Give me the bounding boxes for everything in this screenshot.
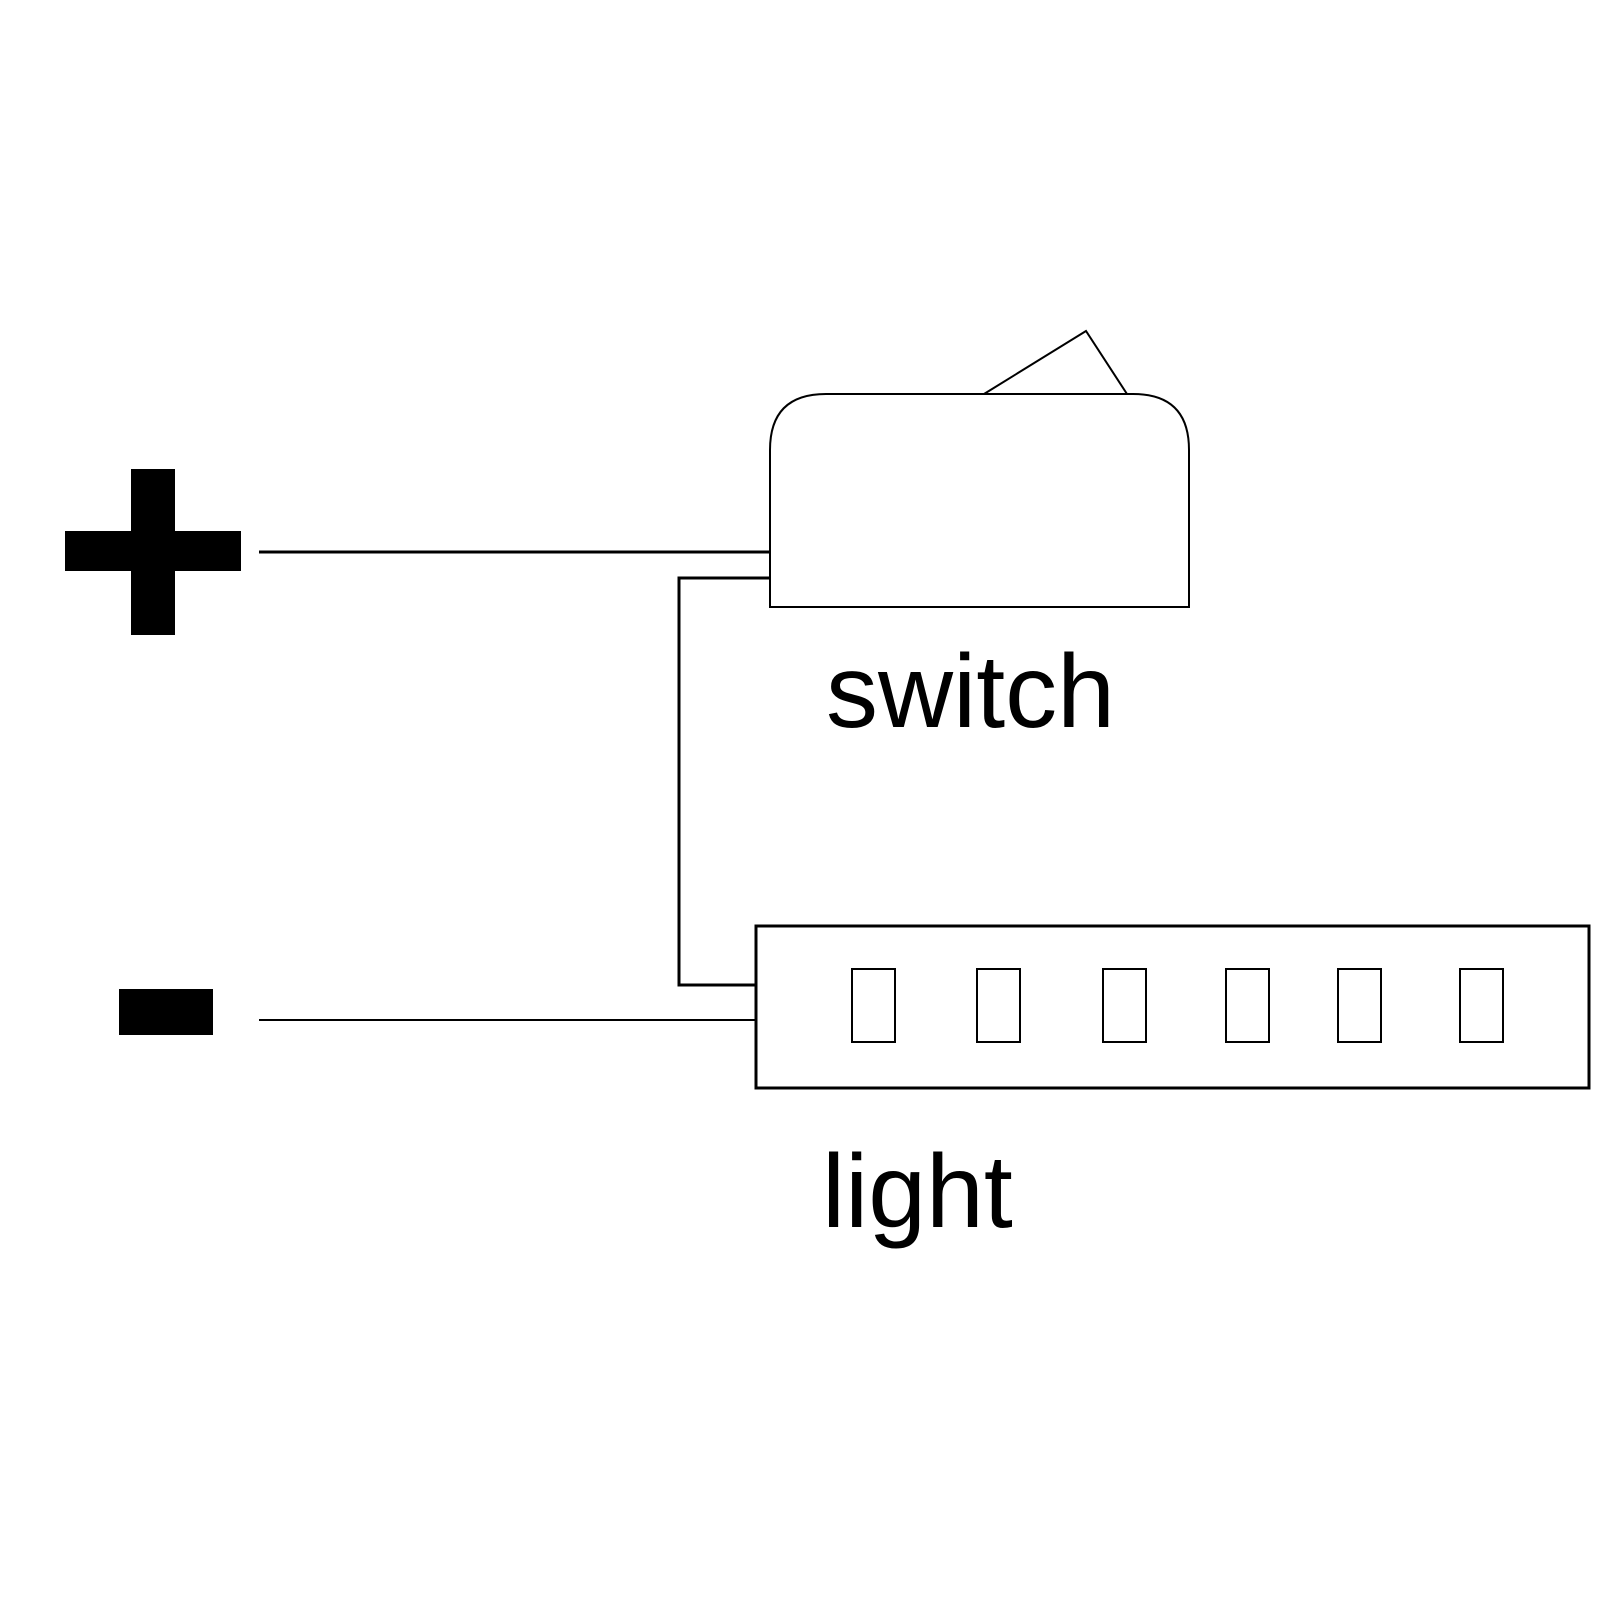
switch-rocker bbox=[983, 329, 1128, 395]
led-segment bbox=[851, 968, 896, 1043]
rocker-switch bbox=[769, 329, 1190, 608]
led-segment bbox=[1102, 968, 1147, 1043]
light-label: light bbox=[822, 1134, 1013, 1250]
switch-body bbox=[769, 393, 1190, 608]
led-segment bbox=[976, 968, 1021, 1043]
plus-bar-vertical bbox=[131, 469, 175, 635]
led-segment bbox=[1337, 968, 1382, 1043]
plus-icon bbox=[65, 469, 241, 635]
led-segment bbox=[1459, 968, 1504, 1043]
light-housing bbox=[754, 924, 1591, 1090]
led-segments bbox=[851, 968, 1504, 1043]
led-light-bar bbox=[754, 924, 1591, 1090]
switch-label: switch bbox=[826, 634, 1115, 750]
minus-icon bbox=[119, 989, 213, 1035]
led-segment bbox=[1225, 968, 1270, 1043]
wire-switch-to-light bbox=[677, 576, 770, 987]
